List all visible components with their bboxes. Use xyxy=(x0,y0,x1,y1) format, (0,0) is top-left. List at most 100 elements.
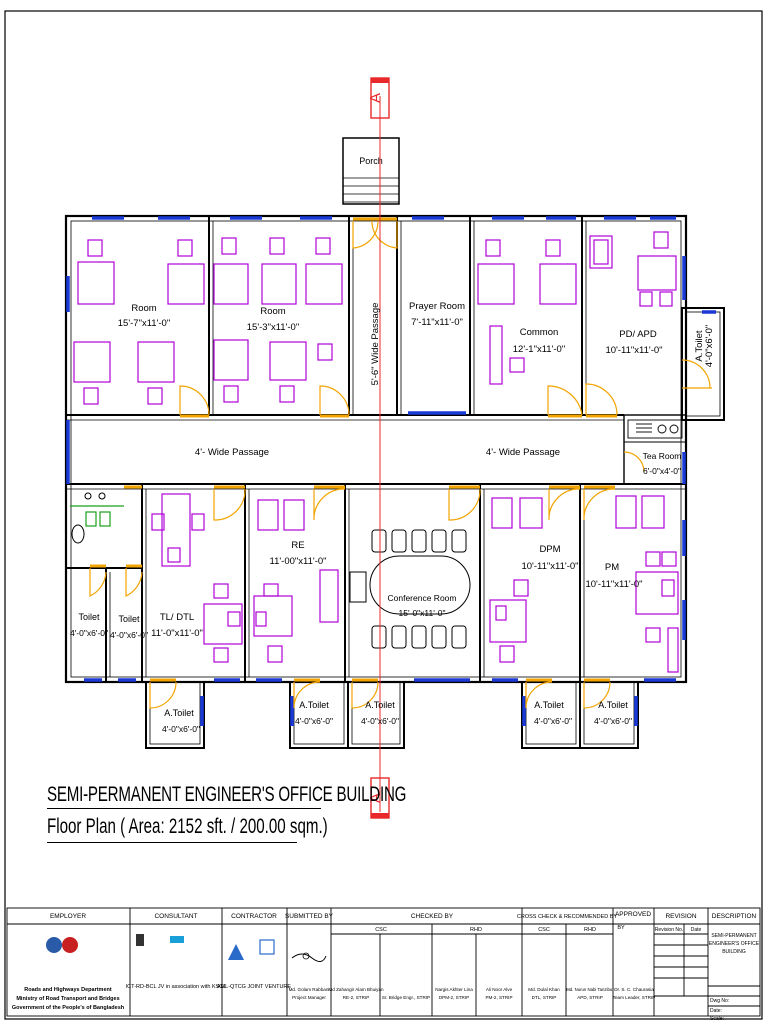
tl-size: 11'-0"x11'-0" xyxy=(151,628,203,639)
section-marker-top: A xyxy=(367,93,384,103)
section-line: A A xyxy=(367,77,390,819)
room-labels: Room 15'-7"x11'-0" Room 15'-3"x11'-0" 5'… xyxy=(70,301,715,734)
sub-rev-no: Revision No. xyxy=(655,927,683,933)
sub-rhd2: RHD xyxy=(584,927,596,933)
corridor-label: 5'-6" Wide Passage xyxy=(370,303,381,386)
room2-size: 15'-3"x11'-0" xyxy=(247,322,299,333)
prayer-name: Prayer Room xyxy=(409,301,465,312)
atoilet-b1-name: A.Toilet xyxy=(164,708,194,718)
door-frames xyxy=(90,217,617,682)
sig8-role: Team Leader, STRIP xyxy=(613,995,656,1000)
atoilet-b1-size: 4'-0"x6'-0" xyxy=(162,724,200,734)
hdr-description: DESCRIPTION xyxy=(712,913,757,920)
room1-name: Room xyxy=(131,303,156,314)
hdr-submitted: SUBMITTED BY xyxy=(285,913,334,920)
windows xyxy=(66,216,716,726)
sig7-name: Md. Nurun Nabi Tanzibur xyxy=(566,987,614,992)
atoilet-b5-size: 4'-0"x6'-0" xyxy=(594,716,632,726)
employer-line3: Government of the People's of Bangladesh xyxy=(12,1005,125,1011)
hdr-consultant: CONSULTANT xyxy=(154,913,197,920)
room1-size: 15'-7"x11'-0" xyxy=(118,318,170,329)
sig7-role: APD, STRIP xyxy=(577,995,603,1000)
tl-name: TL/ DTL xyxy=(160,612,194,623)
tea-size: 6'-0"x4'-0" xyxy=(643,466,681,476)
re-size: 11'-00"x11'-0" xyxy=(269,556,326,567)
sig6-name: Md. Dulal Khan xyxy=(528,987,560,992)
hdr-revision: REVISION xyxy=(665,913,696,920)
rhd-logo xyxy=(46,937,78,953)
sub-date: Date xyxy=(691,927,702,933)
consultant-text: ICT-RD-BCL JV in association with KSCL xyxy=(126,984,227,990)
sig5-role: PM-2, STRIP xyxy=(485,995,512,1000)
atoilet-b4-size: 4'-0"x6'-0" xyxy=(534,716,572,726)
building-walls xyxy=(64,214,725,749)
desc-line3: BUILDING xyxy=(722,949,746,955)
sig1-role: Project Manager xyxy=(292,995,326,1000)
pm-name: PM xyxy=(605,562,619,573)
dpm-size: 10'-11"x11'-0" xyxy=(521,561,578,572)
title-underline xyxy=(47,808,321,809)
atoilet-b4-name: A.Toilet xyxy=(534,700,564,710)
sig5-name: Ali Noor Alve xyxy=(486,987,513,992)
doors xyxy=(89,220,712,709)
desc-line1: SEMI-PERMANENT xyxy=(711,933,756,939)
toilet-wc xyxy=(71,492,106,544)
furniture xyxy=(73,231,679,673)
employer-line1: Roads and Highways Department xyxy=(24,987,112,993)
atoilet-right-name: A.Toilet xyxy=(694,330,705,362)
pd-name: PD/ APD xyxy=(619,329,657,340)
common-name: Common xyxy=(520,327,559,338)
sub-rhd1: RHD xyxy=(470,927,482,933)
signature-mark xyxy=(291,952,327,962)
prayer-size: 7'-11"x11'-0" xyxy=(411,317,463,328)
hdr-checked: CHECKED BY xyxy=(411,913,454,920)
atoilet-b2-name: A.Toilet xyxy=(299,700,329,710)
section-marker-bottom: A xyxy=(367,793,384,803)
dwg-no: Dwg No: xyxy=(710,998,729,1004)
pd-size: 10'-11"x11'-0" xyxy=(605,345,662,356)
dpm-name: DPM xyxy=(539,544,560,555)
hdr-contractor: CONTRACTOR xyxy=(231,913,277,920)
consultant-logos xyxy=(136,934,184,946)
hdr-cross: CROSS CHECK & RECOMMENDED BY xyxy=(517,914,618,920)
hdr-approved: APPROVED xyxy=(615,911,651,918)
sig4-role: DPM-2, STRIP xyxy=(439,995,469,1000)
sig8-name: Dr. S. C. Chaurasia xyxy=(614,987,654,992)
atoilet-b3-name: A.Toilet xyxy=(365,700,395,710)
passage-left-label: 4'- Wide Passage xyxy=(195,447,269,458)
conference-name: Conference Room xyxy=(388,593,457,603)
atoilet-b5-name: A.Toilet xyxy=(598,700,628,710)
toilet1-size: 4'-0"x6'-0" xyxy=(70,628,108,638)
sheet-border xyxy=(4,10,763,1020)
porch-label: Porch xyxy=(359,156,383,166)
sig6-role: DTL, STRIP xyxy=(532,995,557,1000)
hdr-employer: EMPLOYER xyxy=(50,913,86,920)
subtitle-underline xyxy=(47,842,297,843)
sig2-role: RE-2, STRIP xyxy=(343,995,370,1000)
toilet1-name: Toilet xyxy=(78,612,100,622)
common-size: 12'-1"x11'-0" xyxy=(513,344,565,355)
porch: Porch xyxy=(342,137,400,205)
drawing-subtitle: Floor Plan ( Area: 2152 sft. / 200.00 sq… xyxy=(47,815,328,838)
tea-name: Tea Room xyxy=(643,451,682,461)
title-block xyxy=(6,907,761,1017)
toilet2-size: 4'-0"x6'-0" xyxy=(110,630,148,640)
dwg-scale: Scale: xyxy=(710,1016,724,1022)
desc-line2: ENGINEER'S OFFICE xyxy=(709,941,760,947)
tea-counter xyxy=(627,419,683,439)
conference-size: 15'-0"x11'-0" xyxy=(399,608,446,618)
atoilet-right-size: 4'-0"x6'-0" xyxy=(704,325,715,368)
pm-size: 10'-11"x11'-0" xyxy=(585,579,642,590)
atoilet-b3-size: 4'-0"x6'-0" xyxy=(361,716,399,726)
employer-line2: Ministry of Road Transport and Bridges xyxy=(16,996,119,1002)
sig4-name: Nargis Akhter Lina xyxy=(435,987,473,992)
toilet2-name: Toilet xyxy=(118,614,140,624)
sig3-role: Sr. Bridge Engr., STRIP xyxy=(382,995,430,1000)
sig1-name: Md. Golam Rabbani xyxy=(289,987,330,992)
sig2-name: Md Zahangir Alam Bhuiyan xyxy=(328,987,384,992)
hdr-by: BY xyxy=(617,925,625,931)
sub-csc1: CSC xyxy=(375,927,387,933)
room2-name: Room xyxy=(260,306,285,317)
